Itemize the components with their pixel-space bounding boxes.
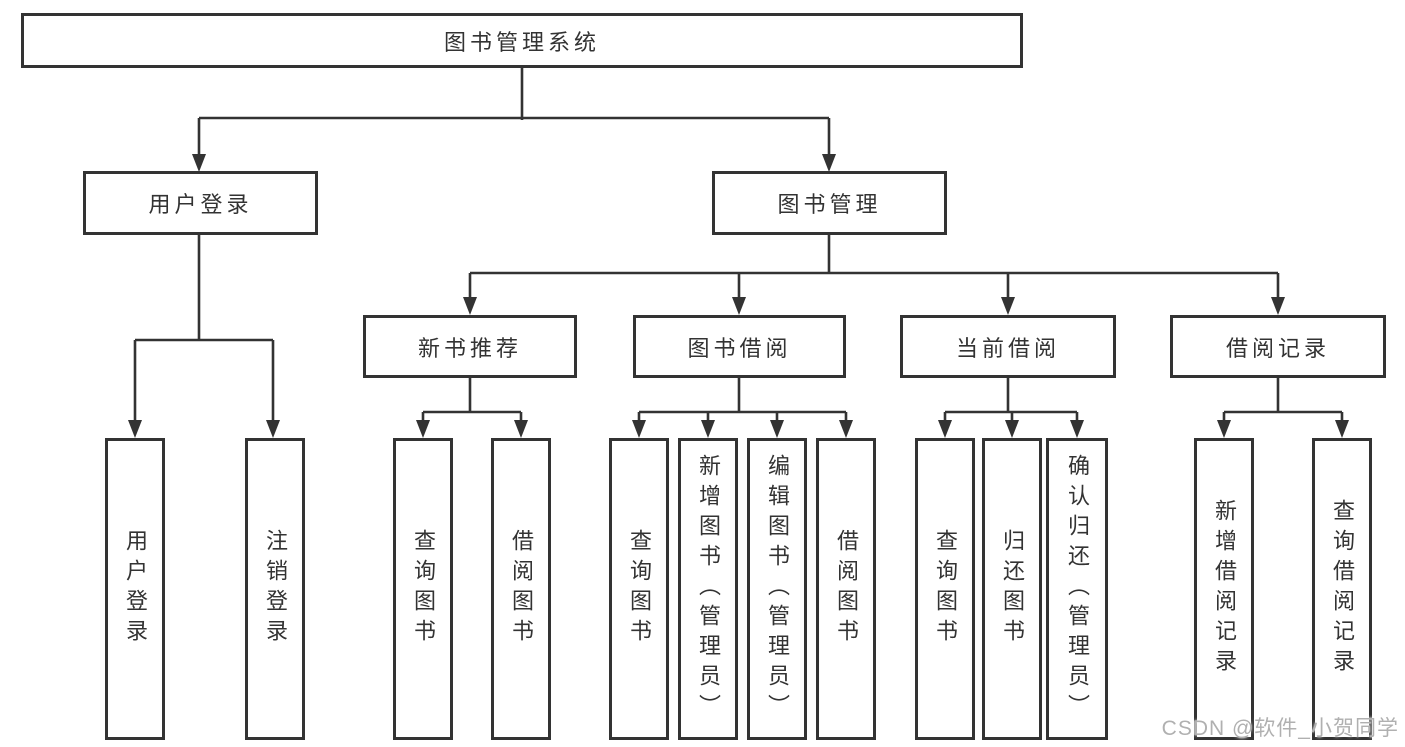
arrow-icon xyxy=(770,420,784,438)
arrow-icon xyxy=(463,297,477,315)
arrow-icon xyxy=(128,420,142,438)
arrow-icon xyxy=(1271,297,1285,315)
arrow-icon xyxy=(632,420,646,438)
node-book-borrowing: 图书借阅 xyxy=(633,315,846,378)
arrow-icon xyxy=(701,420,715,438)
node-leaf-edit-books-admin: 编辑图书（管理员） xyxy=(747,438,807,740)
arrow-icon xyxy=(732,297,746,315)
node-leaf-add-borrow-record: 新增借阅记录 xyxy=(1194,438,1254,740)
node-leaf-confirm-return-admin: 确认归还（管理员） xyxy=(1046,438,1108,740)
arrow-icon xyxy=(416,420,430,438)
node-leaf-borrow-books-recommend: 借阅图书 xyxy=(491,438,551,740)
tree-edges xyxy=(133,68,1344,424)
arrow-icon xyxy=(266,420,280,438)
arrow-icon xyxy=(1335,420,1349,438)
watermark: CSDN @软件_小贺同学 xyxy=(1161,717,1399,740)
node-user-login: 用户登录 xyxy=(83,171,318,235)
arrow-icon xyxy=(839,420,853,438)
node-leaf-query-books-current: 查询图书 xyxy=(915,438,975,740)
node-leaf-logout: 注销登录 xyxy=(245,438,305,740)
arrow-icon xyxy=(1217,420,1231,438)
node-leaf-query-books-borrowing: 查询图书 xyxy=(609,438,669,740)
arrow-icon xyxy=(1005,420,1019,438)
node-library-management-system: 图书管理系统 xyxy=(21,13,1023,68)
node-borrowing-records: 借阅记录 xyxy=(1170,315,1386,378)
arrow-icon xyxy=(514,420,528,438)
node-leaf-user-login: 用户登录 xyxy=(105,438,165,740)
arrow-icon xyxy=(1001,297,1015,315)
node-book-management: 图书管理 xyxy=(712,171,947,235)
node-leaf-add-books-admin: 新增图书（管理员） xyxy=(678,438,738,740)
node-leaf-return-books: 归还图书 xyxy=(982,438,1042,740)
arrow-icon xyxy=(822,154,836,172)
node-leaf-query-borrow-record: 查询借阅记录 xyxy=(1312,438,1372,740)
arrow-icon xyxy=(192,154,206,172)
arrow-icon xyxy=(938,420,952,438)
arrowheads xyxy=(128,154,1349,438)
node-leaf-query-books-recommend: 查询图书 xyxy=(393,438,453,740)
arrow-icon xyxy=(1070,420,1084,438)
node-current-borrowing: 当前借阅 xyxy=(900,315,1116,378)
node-leaf-borrow-books: 借阅图书 xyxy=(816,438,876,740)
node-new-book-recommendation: 新书推荐 xyxy=(363,315,577,378)
